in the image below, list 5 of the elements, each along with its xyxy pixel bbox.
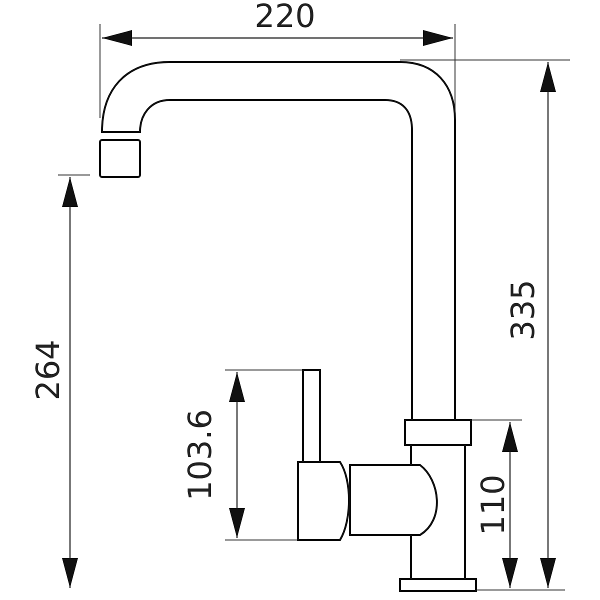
- dimension-label: 264: [32, 339, 64, 401]
- dimension-label: 220: [254, 0, 316, 32]
- dimension-label: 110: [477, 474, 509, 536]
- dimension-label: 103.6: [184, 409, 216, 501]
- dimension-label: 335: [507, 279, 539, 341]
